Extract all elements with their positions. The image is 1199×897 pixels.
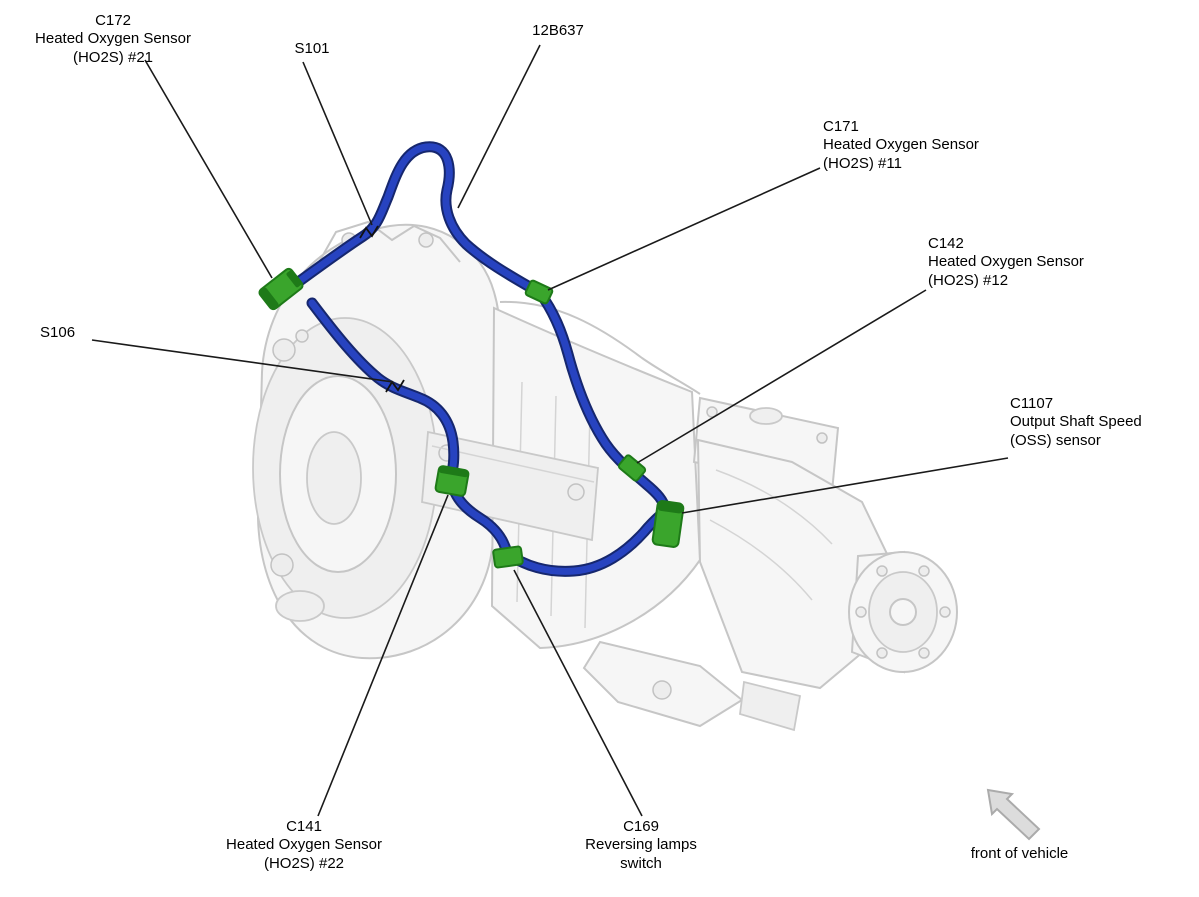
transmission-art — [252, 220, 958, 732]
connector-desc: Heated Oxygen Sensor — [226, 836, 382, 854]
splice-code: S106 — [40, 324, 76, 341]
connector-desc: (HO2S) #21 — [72, 48, 154, 66]
connector-desc: (OSS) sensor — [1010, 431, 1101, 449]
leader-c141 — [317, 494, 449, 817]
front-of-vehicle-text: front of vehicle — [970, 845, 1069, 862]
connector-code: C171 — [823, 118, 859, 135]
label-c141: C141 Heated Oxygen Sensor (HO2S) #22 — [198, 818, 410, 873]
harness-part-number: 12B637 — [532, 22, 584, 39]
connector-desc: (HO2S) #22 — [263, 854, 345, 872]
leader-c172 — [144, 59, 273, 279]
leader-s101 — [302, 61, 373, 226]
connector-desc: Heated Oxygen Sensor — [35, 30, 191, 48]
connector-code: C172 — [95, 12, 131, 29]
connector-c171-ho2s11 — [524, 279, 554, 305]
connector-desc: (HO2S) #11 — [823, 154, 902, 172]
label-s106: S106 — [40, 324, 100, 342]
leader-lines — [91, 44, 1009, 817]
connector-code: C1107 — [1010, 395, 1054, 412]
connector-c172-ho2s21 — [258, 267, 304, 311]
harness-main — [282, 143, 670, 575]
splice-code: S101 — [294, 40, 330, 57]
label-c1107: C1107 Output Shaft Speed (OSS) sensor — [1010, 395, 1142, 450]
connector-code: C141 — [286, 818, 322, 835]
leader-12b637 — [457, 44, 541, 209]
label-c169: C169 Reversing lamps switch — [566, 818, 716, 873]
connector-desc: switch — [620, 854, 662, 872]
connector-desc: Reversing lamps — [585, 836, 697, 854]
connector-c169-reversing-lamps — [492, 545, 524, 569]
leader-c142 — [636, 289, 927, 464]
leader-c169 — [513, 569, 643, 817]
connector-c141-ho2s22 — [434, 465, 470, 497]
connector-c1107-oss — [651, 500, 685, 548]
connector-desc: Output Shaft Speed — [1010, 413, 1142, 431]
label-c142: C142 Heated Oxygen Sensor (HO2S) #12 — [928, 235, 1084, 290]
connectors — [258, 267, 685, 569]
front-of-vehicle-arrow — [986, 788, 1041, 841]
leader-s106 — [91, 339, 394, 383]
connector-desc: Heated Oxygen Sensor — [928, 253, 1084, 271]
label-front-of-vehicle: front of vehicle — [952, 845, 1087, 863]
connector-desc: (HO2S) #12 — [928, 271, 1009, 289]
leader-c1107 — [681, 457, 1009, 514]
label-c171: C171 Heated Oxygen Sensor (HO2S) #11 — [823, 118, 979, 173]
connector-code: C169 — [623, 818, 659, 835]
label-s101: S101 — [282, 40, 342, 58]
leader-c171 — [547, 167, 821, 291]
connector-c142-ho2s12 — [617, 454, 647, 482]
label-c172: C172 Heated Oxygen Sensor (HO2S) #21 — [8, 12, 218, 67]
label-12b637: 12B637 — [518, 22, 598, 40]
splice-s106-mark — [385, 379, 405, 393]
connector-desc: Heated Oxygen Sensor — [823, 136, 979, 154]
splice-s101-mark — [359, 225, 379, 239]
connector-code: C142 — [928, 235, 964, 252]
